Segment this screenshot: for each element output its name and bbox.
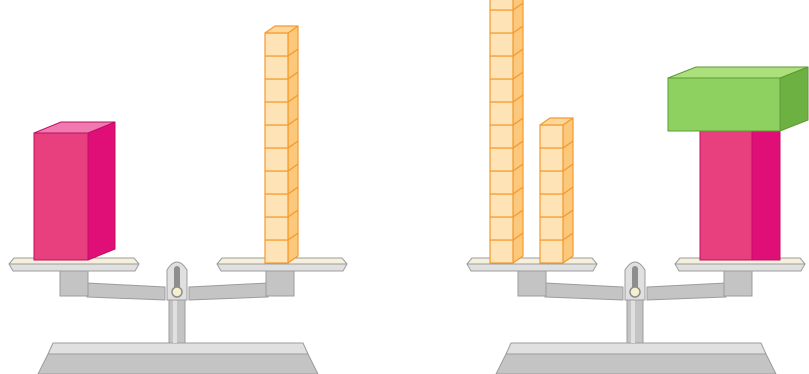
unit-cube-stack	[539, 117, 574, 264]
pan-left-edge	[8, 263, 140, 272]
scale-beam-left	[86, 282, 166, 301]
scale-base-top	[47, 342, 309, 355]
scale-beam-right	[646, 282, 727, 301]
unit-cube	[539, 163, 574, 195]
unit-cube	[264, 232, 299, 264]
unit-cube	[264, 25, 299, 57]
scale-column-highlight	[173, 295, 177, 343]
unit-cube	[489, 48, 524, 80]
unit-cube	[539, 117, 574, 149]
pan-support-right	[265, 270, 295, 297]
scale-base-top	[505, 342, 767, 355]
unit-cube	[489, 94, 524, 126]
unit-cube	[539, 209, 574, 241]
unit-cube	[489, 0, 524, 11]
scale-pivot-slot	[174, 266, 180, 292]
pan-support-left	[59, 270, 89, 297]
unit-cube	[264, 186, 299, 218]
pink-block	[33, 121, 116, 261]
unit-cube	[264, 48, 299, 80]
unit-cube	[264, 140, 299, 172]
pink-block	[699, 130, 781, 261]
balance-scale-left	[8, 25, 348, 374]
scale-pivot-pin	[171, 286, 183, 298]
unit-cube	[264, 163, 299, 195]
green-block	[667, 66, 809, 132]
scale-pivot-pin	[629, 286, 641, 298]
unit-cube	[264, 117, 299, 149]
unit-cube-stack	[489, 0, 524, 264]
scale-base-front	[495, 353, 777, 374]
scale-pivot-slot	[632, 266, 638, 292]
pan-left-edge	[466, 263, 598, 272]
unit-cube-stack	[264, 25, 299, 264]
pan-left-top	[466, 257, 598, 265]
scale-beam-right	[188, 282, 269, 301]
pan-support-right	[723, 270, 753, 297]
pan-support-left	[517, 270, 547, 297]
balance-scale-right	[466, 0, 809, 374]
unit-cube	[264, 94, 299, 126]
pan-right-edge	[216, 263, 348, 272]
unit-cube	[489, 209, 524, 241]
unit-cube	[539, 140, 574, 172]
scale-beam-left	[544, 282, 624, 301]
scale-column-highlight	[631, 295, 635, 343]
scale-base-front	[37, 353, 319, 374]
pan-right-edge	[674, 263, 806, 272]
